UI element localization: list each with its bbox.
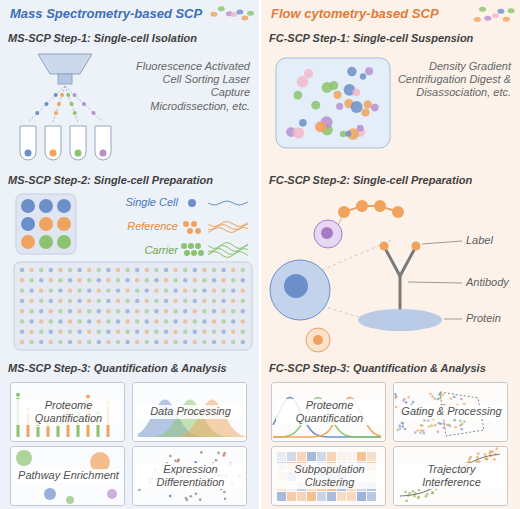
analysis-box: Subpopulation Clustering bbox=[271, 446, 386, 506]
sample-type-label: Reference bbox=[100, 220, 178, 233]
well-grid bbox=[21, 199, 71, 249]
analysis-box-grounds bbox=[10, 382, 508, 506]
fc-panel-ground bbox=[261, 0, 520, 509]
box-label: Expression Differentiation bbox=[137, 463, 244, 489]
cells-and-antibody bbox=[270, 200, 462, 352]
header-decoration bbox=[474, 7, 515, 22]
step-section: Proteome Quantification Gating & Processi… bbox=[261, 360, 520, 509]
step-section: MS-SCP Step-1: Single-cell IsolationFluo… bbox=[0, 30, 259, 170]
analysis-box: Expression Differentiation bbox=[132, 446, 247, 506]
box-label: Data Processing bbox=[137, 405, 244, 418]
step-section: Proteome Quantification Data ProcessingPa… bbox=[0, 360, 259, 509]
cell-sorter bbox=[28, 54, 103, 122]
analysis-box: Gating & Processing bbox=[393, 382, 508, 442]
sort-droplets bbox=[35, 93, 95, 115]
collection-tubes bbox=[20, 126, 111, 160]
sample-icons bbox=[181, 199, 248, 257]
panel-title: Mass Spectrometry-based SCP bbox=[10, 6, 202, 22]
analysis-box: Proteome Quantification bbox=[271, 382, 386, 442]
box-label: Subpopulation Clustering bbox=[276, 463, 383, 489]
step-section: FC-SCP Step-2: Single-cell Preparation bbox=[261, 172, 520, 358]
panel-title: Flow cytometry-based SCP bbox=[271, 6, 439, 22]
step-heading: FC-SCP Step-2: Single-cell Preparation bbox=[269, 174, 472, 187]
step-heading: FC-SCP Step-3: Quantification & Analysis bbox=[269, 362, 486, 375]
sample-type-label: Carrier bbox=[100, 244, 178, 257]
analysis-box: Data Processing bbox=[132, 382, 247, 442]
panel: MS-SCP Step-1: Single-cell IsolationFluo… bbox=[0, 0, 259, 509]
box-label: Proteome Quantification bbox=[276, 399, 383, 425]
analysis-box: Pathway Enrichment bbox=[10, 446, 125, 506]
step-heading: MS-SCP Step-3: Quantification & Analysis bbox=[8, 362, 227, 375]
step-heading: FC-SCP Step-1: Single-cell Suspension bbox=[269, 32, 473, 45]
component-label: Label bbox=[466, 234, 493, 247]
sample-type-label: Single Cell bbox=[100, 196, 178, 209]
component-label: Antibody bbox=[466, 276, 509, 289]
plate-wells bbox=[20, 268, 245, 345]
suspended-cells bbox=[286, 67, 378, 140]
box-label: Pathway Enrichment bbox=[15, 469, 122, 482]
analysis-box: Proteome Quantification bbox=[10, 382, 125, 442]
step-heading: MS-SCP Step-1: Single-cell Isolation bbox=[8, 32, 197, 45]
ms-panel-ground bbox=[0, 0, 259, 509]
step-section: FC-SCP Step-1: Single-cell SuspensionDen… bbox=[261, 30, 520, 170]
header-decoration bbox=[211, 6, 255, 20]
box-label: Proteome Quantification bbox=[15, 399, 122, 425]
step-note: Fluorescence Activated Cell Sorting Lase… bbox=[136, 60, 250, 113]
box-label: Trajectory Interference bbox=[398, 463, 505, 489]
cell-suspension-dish bbox=[276, 58, 390, 148]
panel: FC-SCP Step-1: Single-cell SuspensionDen… bbox=[261, 0, 520, 509]
well-zoom bbox=[16, 194, 76, 254]
component-label: Protein bbox=[466, 312, 501, 325]
box-label: Gating & Processing bbox=[398, 405, 505, 418]
sample-plate bbox=[14, 262, 252, 350]
step-note: Density Gradient Centrifugation Digest &… bbox=[397, 60, 511, 100]
analysis-box: Trajectory Interference bbox=[393, 446, 508, 506]
step-heading: MS-SCP Step-2: Single-cell Preparation bbox=[8, 174, 213, 187]
